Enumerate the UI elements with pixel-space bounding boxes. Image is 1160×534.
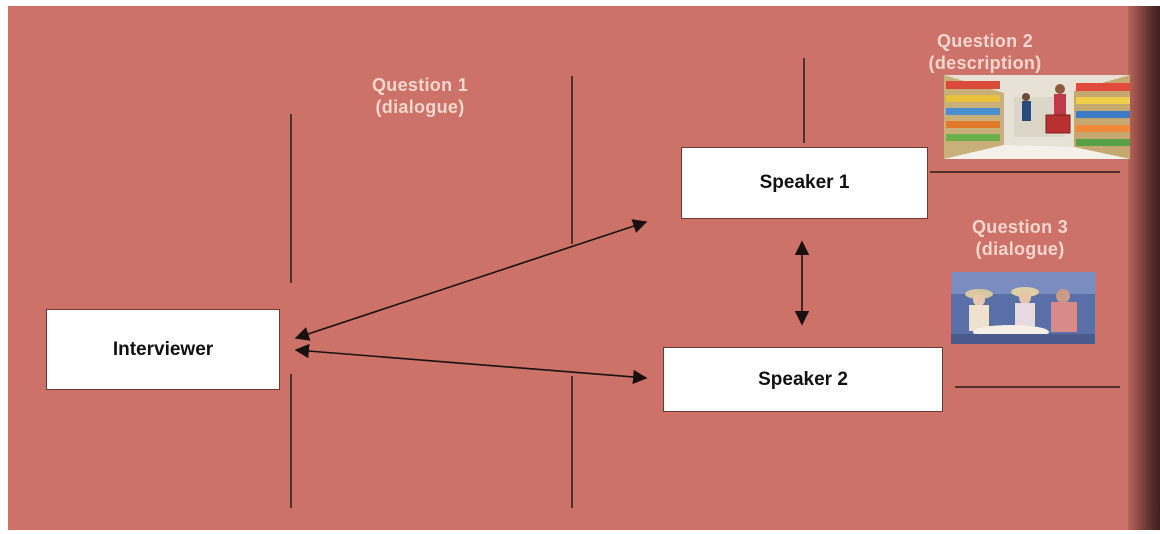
slide-edge-shadow	[1128, 6, 1160, 530]
speaker-1-box: Speaker 1	[681, 147, 928, 219]
arrow-interviewer-speaker1	[294, 219, 648, 341]
supermarket-photo	[944, 75, 1130, 159]
speaker-2-box: Speaker 2	[663, 347, 943, 412]
question-1-label: Question 1 (dialogue)	[330, 74, 510, 118]
question-3-title: Question 3	[971, 217, 1068, 237]
question-1-subtitle: (dialogue)	[375, 97, 465, 117]
question-3-label: Question 3 (dialogue)	[930, 216, 1110, 260]
interviewer-label: Interviewer	[112, 338, 214, 360]
question-2-subtitle: (description)	[928, 53, 1042, 73]
cafe-painting	[951, 272, 1095, 344]
interviewer-box: Interviewer	[46, 309, 280, 390]
speaker-1-label: Speaker 1	[759, 172, 850, 193]
question-2-title: Question 2	[936, 31, 1033, 51]
speaker-2-label: Speaker 2	[758, 368, 848, 390]
question-2-label: Question 2 (description)	[890, 30, 1080, 74]
arrow-interviewer-speaker2	[294, 343, 648, 385]
question-1-title: Question 1	[371, 75, 468, 95]
question-3-subtitle: (dialogue)	[975, 239, 1065, 259]
